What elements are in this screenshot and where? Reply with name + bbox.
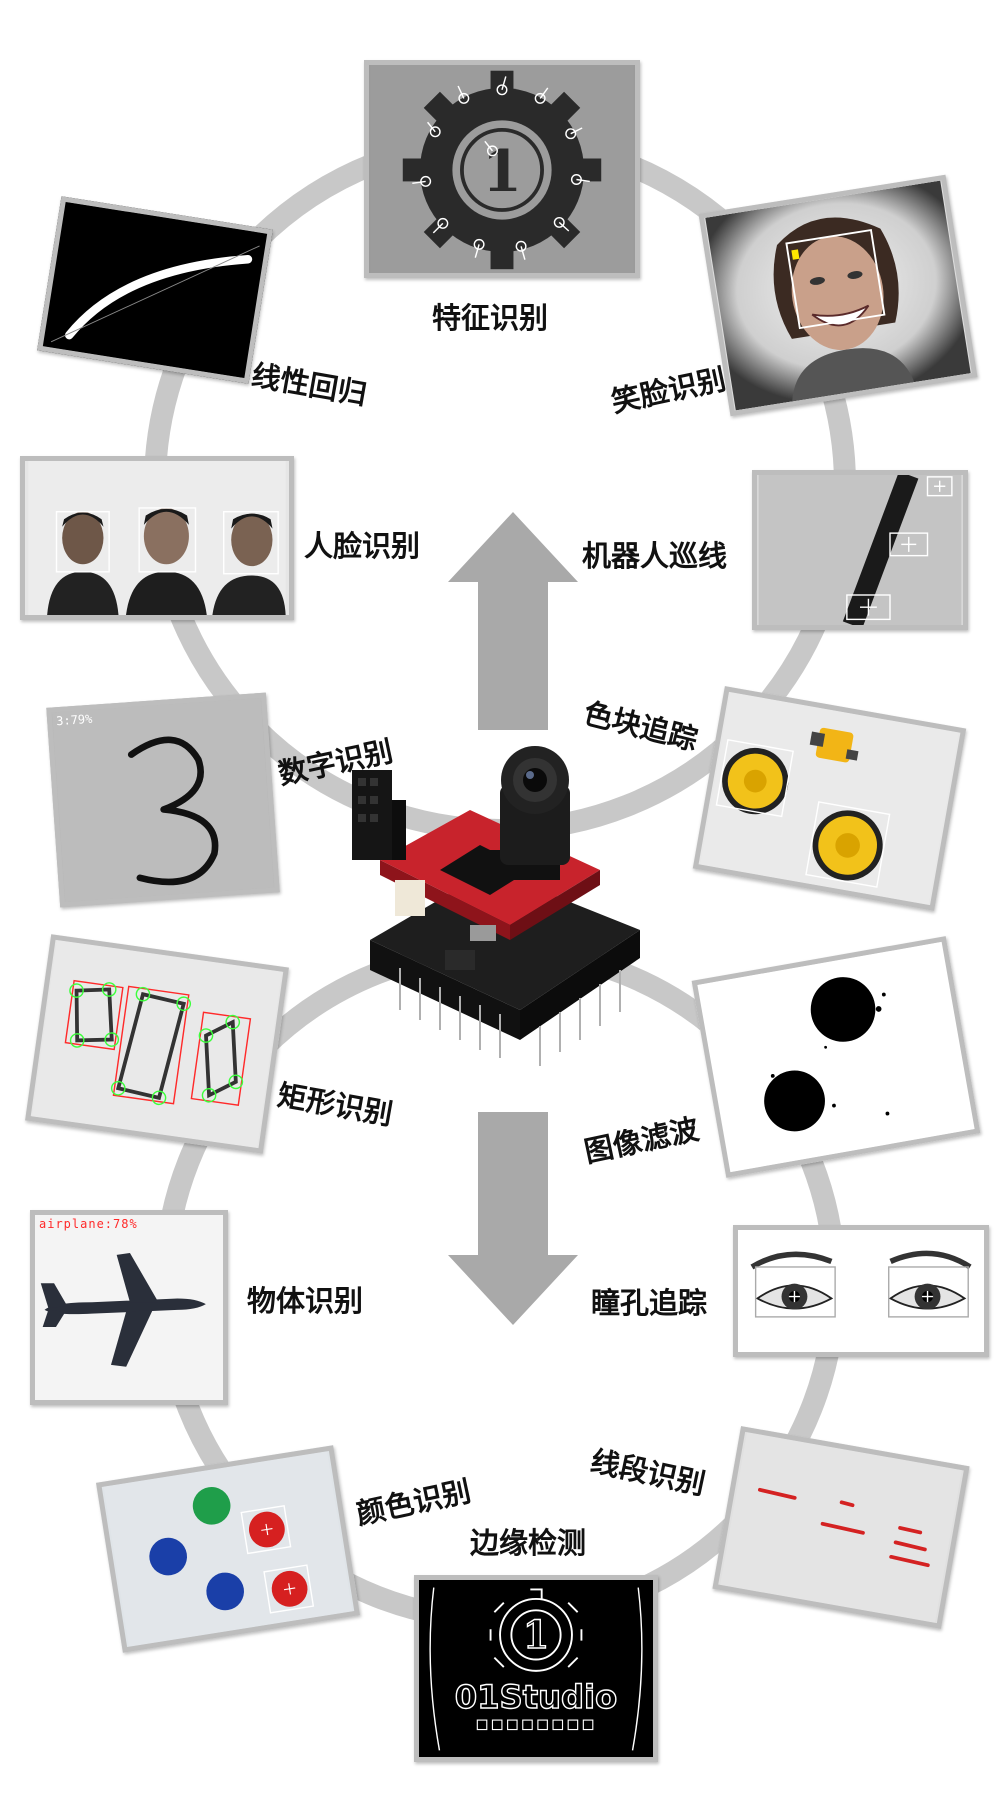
face-recognition-label: 人脸识别: [304, 529, 421, 563]
handwritten-three-image: [52, 697, 274, 903]
feature-recognition-label: 特征识别: [432, 301, 549, 335]
filtered-blobs-image: [698, 942, 974, 1172]
line-following-image: [758, 475, 962, 625]
up-arrow-icon: [448, 512, 578, 730]
digit-recognition-tile: 3:79%: [46, 692, 280, 908]
line-segment-tile: [712, 1426, 970, 1629]
regression-line-image: [44, 202, 266, 378]
down-arrow-icon: [448, 1112, 578, 1325]
object-recognition-tile: airplane:78%: [30, 1210, 228, 1405]
edge-detection-label: 边缘检测: [470, 1526, 587, 1560]
face-1: [47, 511, 119, 615]
pupil-tracking-label: 瞳孔追踪: [591, 1286, 708, 1320]
yellow-wheels-image: [700, 692, 959, 905]
edge-logo-image: 1 01Studio: [420, 1580, 652, 1757]
robot-line-tracking-tile: [752, 470, 968, 630]
object-recognition-label: 物体识别: [247, 1284, 364, 1318]
rectangle-recognition-tile: [25, 934, 289, 1154]
wheel-1: [715, 738, 794, 818]
image-filter-tile: [691, 936, 981, 1178]
colored-buttons-image: [103, 1451, 353, 1647]
smile-recognition-tile: [698, 174, 978, 417]
svg-text:1: 1: [523, 1612, 549, 1657]
svg-text:1: 1: [482, 138, 522, 205]
face-2: [126, 507, 207, 615]
feature-recognition-tile: 1: [364, 60, 640, 278]
wheel-2: [805, 801, 891, 888]
three-faces-image: [28, 461, 286, 615]
digit-score-text: 3:79%: [55, 711, 93, 729]
robot-line-tracking-label: 机器人巡线: [582, 539, 728, 573]
face-recognition-tile: [20, 456, 294, 620]
smiling-face-image: [705, 180, 971, 411]
openmv-camera-board: [340, 740, 670, 1080]
face-3: [212, 511, 286, 615]
eyes-image: [742, 1230, 980, 1352]
svg-text:01Studio: 01Studio: [455, 1678, 617, 1716]
linear-regression-tile: [37, 196, 273, 384]
color-recognition-tile: [96, 1445, 360, 1653]
yellow-motor: [809, 727, 859, 763]
board-image: [352, 746, 640, 1066]
object-score-text: airplane:78%: [39, 1217, 138, 1231]
airplane-image: [35, 1215, 223, 1400]
drawn-rectangles-image: [32, 940, 282, 1148]
edge-detection-tile: 1 01Studio: [414, 1575, 658, 1762]
blob-tracking-tile: [692, 686, 967, 911]
pupil-tracking-tile: [733, 1225, 989, 1357]
line-segments-image: [720, 1432, 962, 1623]
gear-logo-image: 1: [370, 65, 634, 273]
